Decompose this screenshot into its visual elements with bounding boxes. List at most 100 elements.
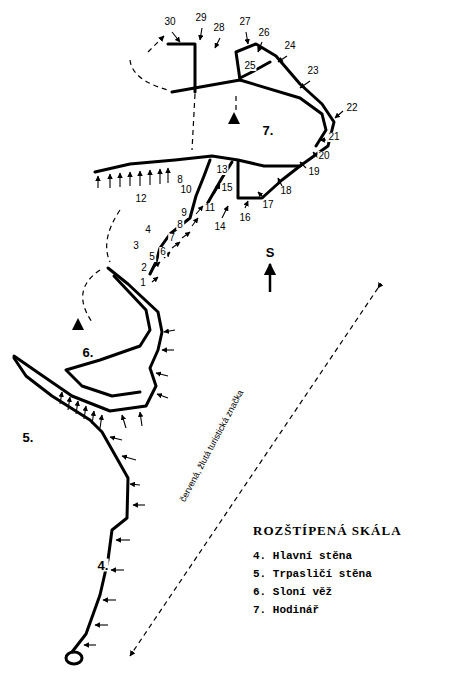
area-label: 5. xyxy=(23,431,34,444)
area-label: 4. xyxy=(98,559,109,572)
route-arrow xyxy=(60,392,62,404)
callout-number: 1 xyxy=(139,278,147,288)
trail-line xyxy=(130,60,168,90)
route-arrow xyxy=(164,330,175,332)
route-arrow xyxy=(162,349,174,350)
legend-entry: 6. Sloní věž xyxy=(253,587,332,598)
route-arrow xyxy=(222,206,228,218)
rock-outline xyxy=(95,44,334,172)
map-title: ROZŠTÍPENÁ SKÁLA xyxy=(253,524,402,537)
route-arrow xyxy=(258,42,262,52)
route-arrow xyxy=(119,173,120,187)
route-arrow xyxy=(246,32,248,44)
route-arrow xyxy=(109,174,110,188)
route-arrow xyxy=(215,38,220,48)
callout-number: 12 xyxy=(134,194,147,204)
callout-number: 3 xyxy=(132,241,140,251)
route-arrow xyxy=(110,437,122,440)
route-arrow xyxy=(156,373,168,376)
callout-number: 25 xyxy=(243,61,256,71)
callout-number: 5 xyxy=(148,252,156,262)
rock-outline xyxy=(240,62,270,78)
rock-outline xyxy=(168,44,195,92)
trail-line xyxy=(235,96,236,110)
callout-number: 28 xyxy=(212,23,225,33)
callout-number: 23 xyxy=(306,66,319,76)
callout-number: 14 xyxy=(213,222,226,232)
callout-number: 24 xyxy=(283,41,296,51)
route-arrow xyxy=(200,28,202,40)
route-arrow xyxy=(172,32,180,42)
route-arrow xyxy=(84,406,86,419)
route-arrow xyxy=(192,218,198,226)
route-arrow xyxy=(300,162,306,168)
route-arrow xyxy=(245,201,248,208)
callout-number: 15 xyxy=(220,183,233,193)
callout-number: 8 xyxy=(176,175,184,185)
route-arrow xyxy=(167,168,168,183)
callout-number: 20 xyxy=(317,151,330,161)
trail-note: červená, žlutá turistická značka xyxy=(179,389,246,504)
route-arrow xyxy=(68,397,70,410)
route-arrow xyxy=(278,178,282,186)
route-arrow xyxy=(140,412,142,426)
callout-number: 13 xyxy=(215,165,228,175)
legend-entry: 4. Hlavní stěna xyxy=(253,551,352,562)
callout-number: 30 xyxy=(163,17,176,27)
route-arrow xyxy=(214,184,220,194)
route-arrow xyxy=(139,171,140,186)
trail-line xyxy=(130,288,378,656)
callout-number: 11 xyxy=(204,203,216,213)
route-arrow xyxy=(111,569,124,570)
callout-number: 6 xyxy=(159,247,167,257)
callout-number: 7 xyxy=(168,233,176,243)
callout-number: 4 xyxy=(144,225,152,235)
legend-entry: 5. Trpasličí stěna xyxy=(253,569,372,580)
route-arrow xyxy=(92,411,94,424)
route-arrow xyxy=(159,169,160,184)
route-arrow xyxy=(153,262,160,268)
area-label: 6. xyxy=(83,346,94,359)
route-arrow xyxy=(320,139,326,140)
area-label: 7. xyxy=(263,124,274,137)
area-label: S xyxy=(266,246,275,259)
peak-symbol xyxy=(228,112,240,124)
callout-number: 29 xyxy=(194,13,207,23)
route-arrow xyxy=(130,484,140,485)
peak-symbol xyxy=(72,318,84,330)
callout-number: 19 xyxy=(307,167,320,177)
route-arrow xyxy=(84,644,96,645)
route-arrow xyxy=(258,192,264,198)
callout-number: 8 xyxy=(176,220,184,230)
route-arrow xyxy=(335,111,343,118)
route-arrow xyxy=(149,170,150,185)
route-arrow xyxy=(100,415,102,428)
callout-number: 21 xyxy=(327,132,340,142)
route-arrow xyxy=(182,232,190,238)
route-arrow xyxy=(97,176,98,188)
rock-outline xyxy=(238,162,300,198)
route-arrow xyxy=(129,172,130,186)
route-arrow xyxy=(157,394,168,398)
route-arrow xyxy=(76,401,78,414)
callout-number: 26 xyxy=(257,28,270,38)
route-arrow xyxy=(103,599,116,600)
rock-outline xyxy=(14,358,128,652)
callout-number: 16 xyxy=(238,213,251,223)
legend-entry: 7. Hodinář xyxy=(253,605,319,616)
rock-outline xyxy=(240,80,326,146)
route-arrow xyxy=(122,456,136,460)
trail-line xyxy=(148,36,164,52)
callout-number: 22 xyxy=(345,103,358,113)
trail-line xyxy=(83,270,100,322)
rock-outline xyxy=(150,160,210,274)
route-arrow xyxy=(122,415,126,428)
trail-line xyxy=(192,94,195,150)
rock-outline xyxy=(66,276,150,396)
callout-number: 17 xyxy=(261,200,274,210)
callout-number: 2 xyxy=(140,263,148,273)
callout-number: 10 xyxy=(179,185,192,195)
route-arrow xyxy=(133,504,145,505)
north-arrow xyxy=(269,264,272,292)
